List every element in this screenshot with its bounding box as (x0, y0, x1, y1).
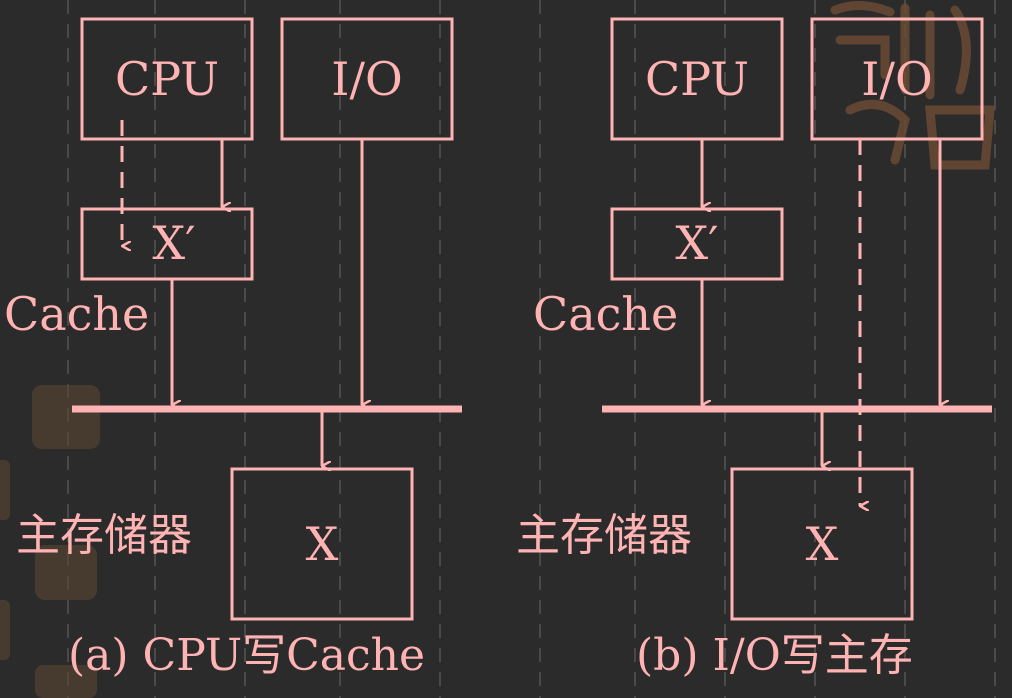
cpu-label: CPU (115, 52, 219, 106)
memory-label: 主存储器 (516, 510, 692, 561)
cache-label: Cache (533, 287, 678, 341)
memory-entry-label: X (306, 517, 339, 571)
caption-b: (b) I/O写主存 (636, 630, 913, 681)
io-label: I/O (861, 52, 932, 106)
io-box (280, 17, 454, 141)
cache-box (80, 207, 254, 281)
cache-label: Cache (4, 287, 149, 341)
background-grid (67, 0, 996, 698)
cpu-box (610, 17, 784, 141)
memory-label: 主存储器 (16, 510, 192, 561)
cache-entry-label: X′ (152, 216, 195, 270)
cache-box (610, 207, 784, 281)
io-box (810, 17, 984, 141)
cpu-label: CPU (645, 52, 749, 106)
panel-a-labels: CPU I/O X′ Cache 主存储器 X (a) CPU写Cache (4, 52, 425, 681)
panel-b (602, 17, 992, 621)
memory-entry-label: X (806, 517, 839, 571)
seal-watermark (830, 1, 995, 170)
cache-entry-label: X′ (675, 216, 718, 270)
cpu-box (80, 17, 254, 141)
io-label: I/O (331, 52, 402, 106)
panel-b-labels: CPU I/O X′ Cache 主存储器 X (b) I/O写主存 (516, 52, 933, 681)
caption-a: (a) CPU写Cache (68, 630, 425, 681)
seal-stamp (0, 385, 100, 698)
panel-a (72, 17, 462, 621)
